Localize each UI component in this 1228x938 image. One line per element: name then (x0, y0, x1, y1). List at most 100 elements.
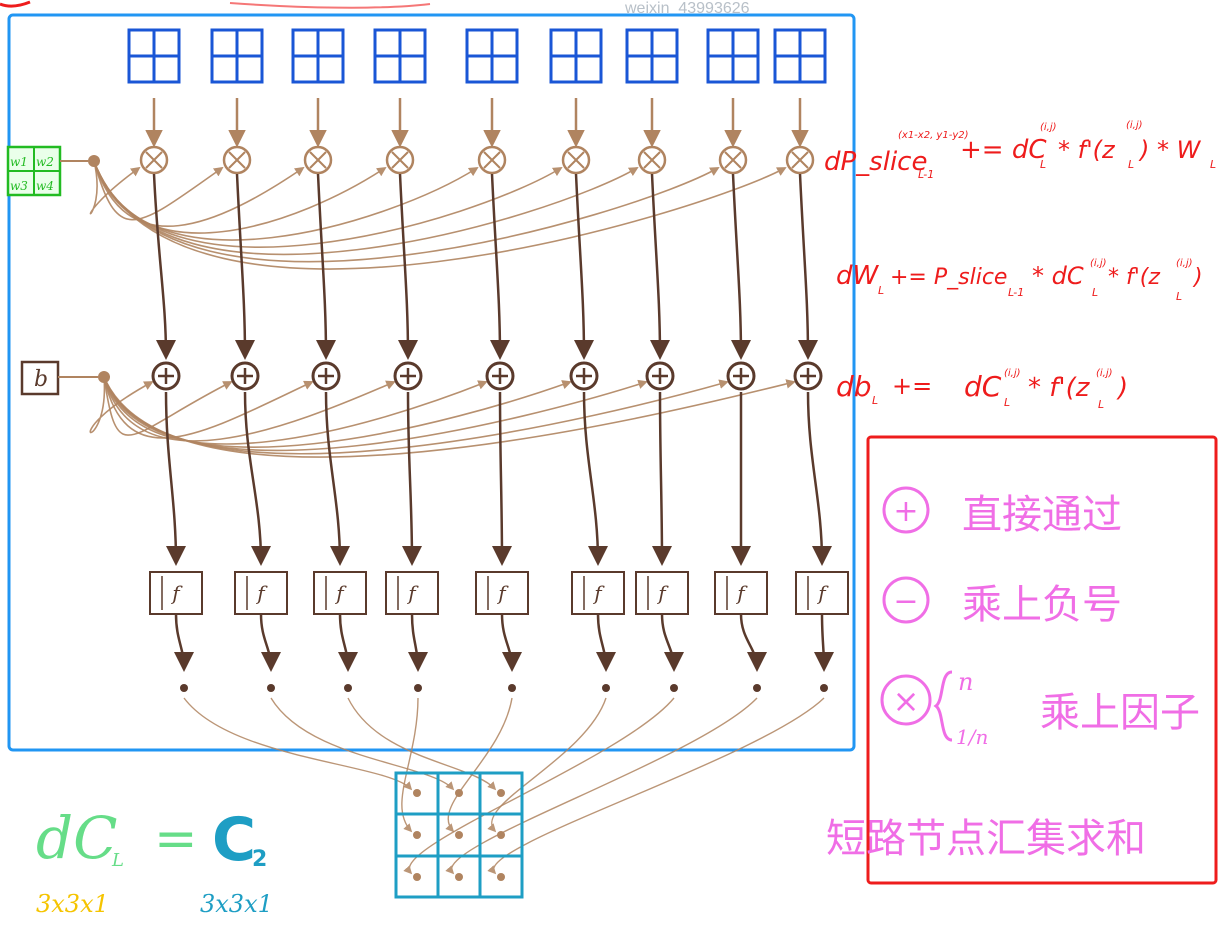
output-node (508, 684, 516, 692)
formula-dp-slice: dP_slice (x1-x2, y1-y2) L-1 += dC (i,j) … (824, 120, 1216, 181)
bias-junction-dot (98, 371, 110, 383)
dw-mid: * dC (1032, 262, 1084, 290)
add-node (311, 361, 341, 391)
legend-footer: 短路节点汇集求和 (826, 816, 1146, 862)
multiply-node (139, 145, 169, 175)
add-node (726, 361, 756, 391)
activation-box: f (385, 571, 439, 615)
weight-w2: w2 (36, 155, 54, 169)
grid-dot (497, 831, 505, 839)
weight-fan-arrow (93, 160, 224, 221)
multiply-node (222, 145, 252, 175)
bias-label: b (34, 367, 48, 392)
multiply-node (561, 145, 591, 175)
dp-rhs: += dC (960, 135, 1047, 165)
legend-minus-text: 乘上负号 (962, 582, 1122, 628)
weight-fan-arrow (93, 160, 305, 228)
activation-to-output-arrow (337, 613, 358, 672)
dp-rhs-sub: L (1040, 158, 1046, 171)
mult-to-add-arrow (234, 173, 255, 360)
dw-op-sub: L-1 (1008, 286, 1024, 299)
main-frame (7, 13, 856, 752)
add-to-activation-arrow (582, 391, 608, 566)
output-to-grid-arrow (270, 697, 455, 791)
output-node (267, 684, 275, 692)
dp-end: ) * W (1138, 136, 1202, 164)
output-to-grid-arrow (347, 697, 497, 791)
add-node (793, 361, 823, 391)
eq-lhs-sub: L (111, 850, 124, 871)
legend: + 直接通过 − 乘上负号 × n 1/n 乘上因子 短路节点汇集求和 (826, 486, 1200, 862)
output-node (820, 684, 828, 692)
multiply-node (385, 145, 415, 175)
add-node (485, 361, 515, 391)
grid-dot (455, 831, 463, 839)
mult-to-add-arrow (730, 173, 751, 360)
weight-junction-dot (88, 155, 100, 167)
dp-tail-sub: L (1128, 158, 1134, 171)
dw-tail: * f'(z (1108, 265, 1160, 290)
multiply-node (303, 145, 333, 175)
mult-to-add-arrow (797, 173, 818, 360)
dw-mid-sub: L (1092, 286, 1098, 299)
activation-box: f (571, 571, 625, 615)
dw-lhs-sub: L (878, 284, 884, 297)
add-to-activation-arrow (401, 391, 422, 566)
activation-box: f (635, 571, 689, 615)
add-to-activation-arrow (491, 391, 512, 566)
output-to-grid-arrow (445, 697, 758, 875)
add-node (645, 361, 675, 391)
legend-brace (933, 670, 953, 742)
db-end: ) (1116, 373, 1128, 403)
db-mid-sub: L (1004, 396, 1010, 409)
db-tail-sup: (i,j) (1096, 368, 1113, 379)
grid-dot (455, 873, 463, 881)
grid-dot (413, 789, 421, 797)
eq-equals: = (154, 809, 198, 869)
legend-times-symbol: × (893, 682, 920, 720)
dw-end: ) (1192, 265, 1203, 290)
mult-to-add-arrow (397, 173, 418, 360)
multiply-node (477, 145, 507, 175)
eq-lhs-dims: 3x3x1 (36, 890, 109, 918)
watermark-text: weixin_43993626 (624, 0, 750, 17)
input-cell (210, 28, 264, 84)
db-tail: * f'(z (1028, 373, 1091, 403)
dp-end-sub: L (1210, 158, 1216, 171)
dw-mid-sup: (i,j) (1090, 258, 1107, 269)
eq-rhs-dims: 3x3x1 (200, 890, 273, 918)
weight-fan-arrow (93, 160, 639, 256)
add-to-activation-arrow (243, 391, 271, 566)
bias-fan-arrow (103, 376, 488, 445)
fan-arrows-layer (89, 160, 796, 458)
output-node (344, 684, 352, 692)
input-cell (625, 28, 679, 84)
activation-box: f (475, 571, 529, 615)
dw-op: += P_slice (890, 265, 1007, 290)
weight-block: w1 w2 w3 w4 (6, 145, 62, 197)
dw-tail-sup: (i,j) (1176, 258, 1193, 269)
dw-lhs: dW (836, 261, 880, 291)
eq-rhs-sub: 2 (252, 847, 267, 872)
db-lhs: db (836, 370, 872, 403)
grid-dot (455, 789, 463, 797)
dp-lhs: dP_slice (824, 147, 927, 177)
legend-factor-n: n (958, 668, 973, 696)
bias-fan-arrow (103, 376, 233, 436)
red-stroke-topleft (0, 0, 31, 8)
eq-rhs: C (212, 805, 256, 875)
formula-db: db L += dC (i,j) L * f'(z (i,j) L ) (836, 368, 1128, 411)
input-cell (773, 28, 827, 84)
grid-dot (497, 789, 505, 797)
output-node (670, 684, 678, 692)
mult-to-add-arrow (649, 173, 670, 360)
weight-fan-arrow (93, 160, 787, 270)
multiply-node (718, 145, 748, 175)
weight-fan-arrow (93, 160, 720, 263)
grid-dot (413, 873, 421, 881)
dp-sub: L-1 (918, 168, 934, 181)
weight-fan-arrow (89, 160, 141, 215)
bias-fan-arrow (103, 376, 314, 439)
activation-to-output-arrow (500, 613, 522, 672)
